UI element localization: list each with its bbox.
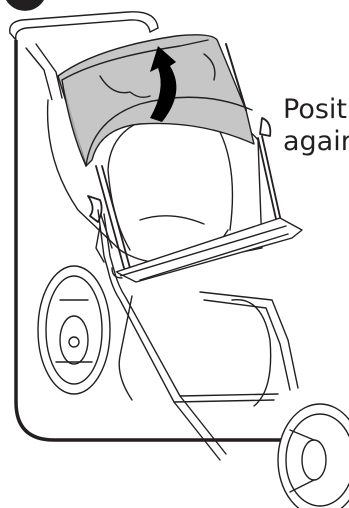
rear-wheel bbox=[38, 266, 110, 394]
front-wheel bbox=[278, 404, 349, 508]
rear-wheel-right bbox=[232, 300, 271, 406]
